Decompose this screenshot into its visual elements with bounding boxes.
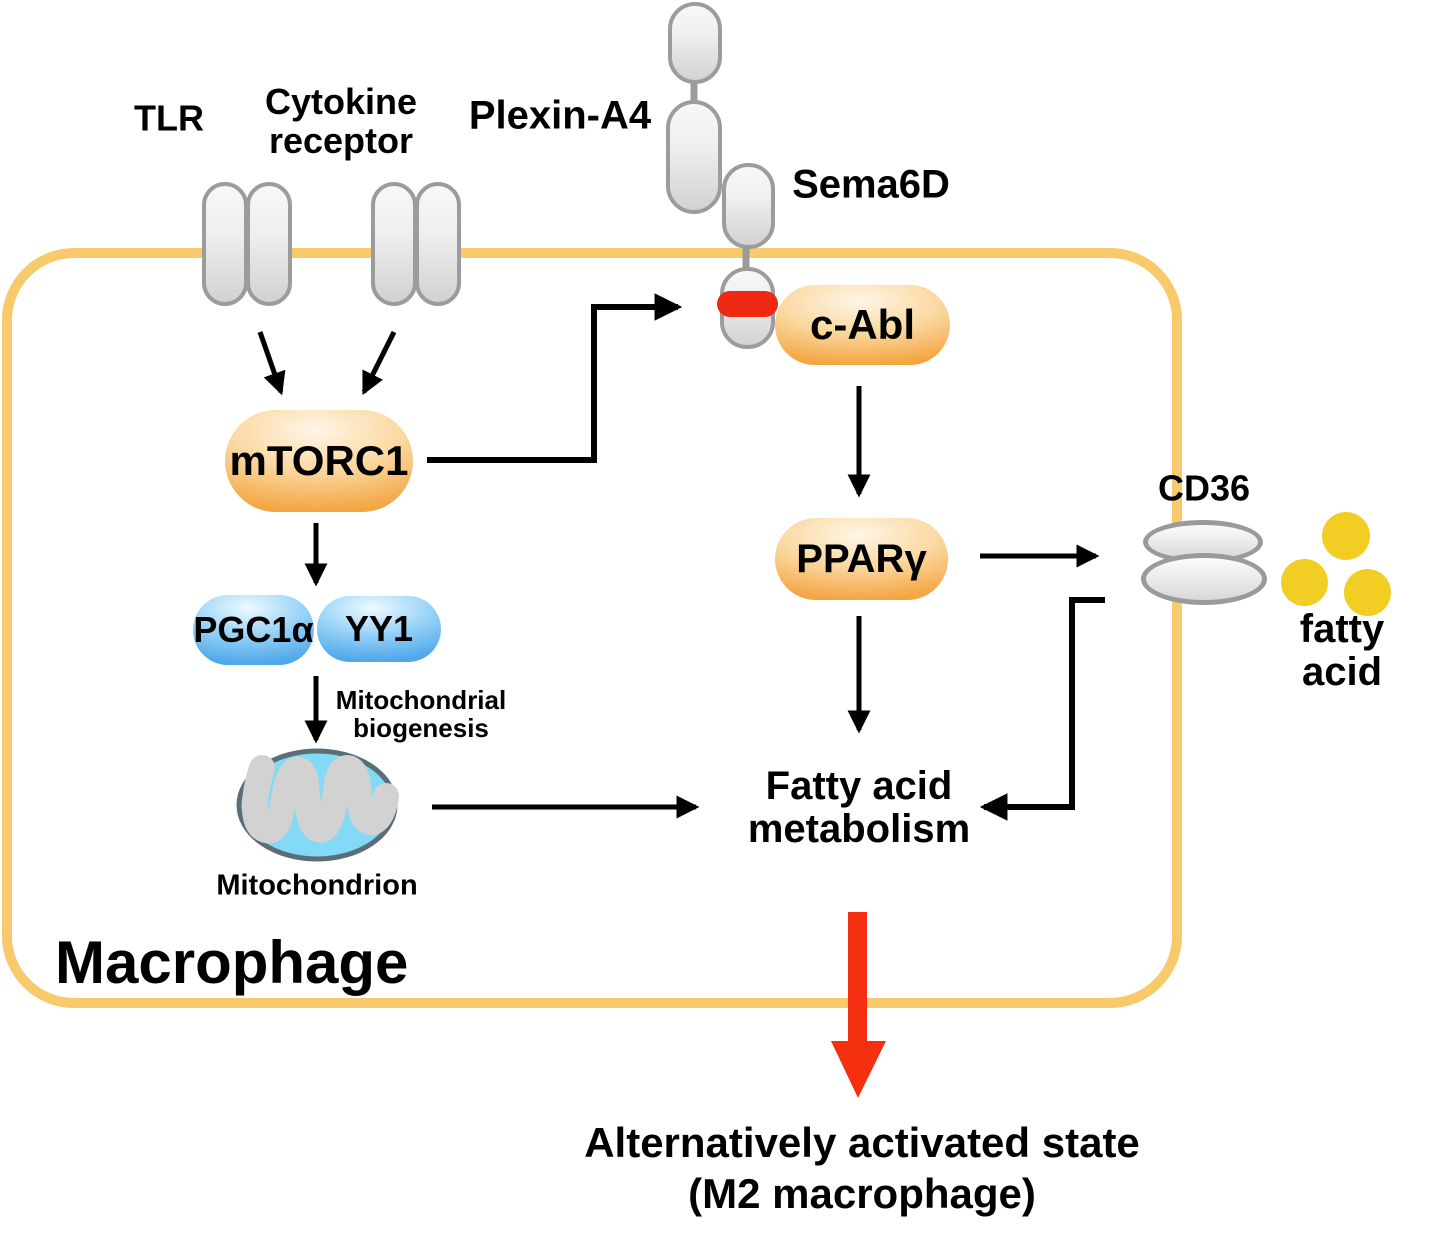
mitochondrion-label: Mitochondrion bbox=[216, 869, 418, 902]
node-pgc1a: PGC1α bbox=[193, 595, 314, 665]
cell-membrane-outline bbox=[2, 248, 1182, 1008]
fatty-acid-label: fatty acid bbox=[1299, 606, 1385, 694]
pparg-label: PPARγ bbox=[796, 536, 927, 581]
arrow-tlr-to-mtorc1 bbox=[257, 331, 286, 396]
sema6d-binding-site-band bbox=[717, 291, 778, 317]
fatty-acid-icon bbox=[1322, 512, 1370, 560]
tlr-receptor-icon bbox=[202, 182, 248, 306]
tlr-receptor-icon bbox=[246, 182, 292, 306]
cd36-transporter-icon bbox=[1141, 553, 1267, 605]
cytokine-receptor-icon bbox=[415, 182, 461, 306]
sema6d-label: Sema6D bbox=[792, 162, 950, 207]
arrow-cd36-to-metabolism bbox=[979, 597, 1105, 821]
yy1-label: YY1 bbox=[344, 608, 414, 649]
cytokine-receptor-label: Cytokine receptor bbox=[264, 81, 418, 161]
fatty-acid-icon bbox=[1281, 559, 1328, 606]
node-cabl: c-Abl bbox=[775, 285, 950, 365]
mtorc1-label: mTORC1 bbox=[229, 437, 409, 484]
node-mtorc1: mTORC1 bbox=[225, 410, 413, 512]
red-outcome-arrow bbox=[831, 912, 886, 1098]
cabl-label: c-Abl bbox=[810, 301, 915, 348]
outcome-label: Alternatively activated state (M2 macrop… bbox=[584, 1118, 1140, 1217]
macrophage-label: Macrophage bbox=[55, 929, 409, 996]
node-pparg: PPARγ bbox=[775, 518, 948, 600]
cd36-label: CD36 bbox=[1157, 467, 1251, 509]
plexin-a4-domain-lower bbox=[666, 100, 722, 214]
fatty-acid-metabolism-label: Fatty acid metabolism bbox=[747, 763, 971, 851]
plexin-a4-label: Plexin-A4 bbox=[468, 93, 652, 138]
plexin-a4-domain-top bbox=[668, 2, 722, 84]
arrow-cytokine-to-mtorc1 bbox=[361, 330, 397, 396]
node-yy1: YY1 bbox=[317, 596, 441, 662]
cytokine-receptor-icon bbox=[371, 182, 417, 306]
fatty-acid-icon bbox=[1344, 569, 1391, 616]
tlr-label: TLR bbox=[134, 97, 204, 139]
mitochondrial-biogenesis-label: Mitochondrial biogenesis bbox=[335, 684, 507, 743]
arrow-mtorc1-to-sema6d bbox=[427, 293, 683, 463]
sema6d-extracellular-domain bbox=[722, 163, 775, 249]
pgc1a-label: PGC1α bbox=[193, 609, 314, 650]
mitochondrion-icon bbox=[236, 748, 399, 862]
